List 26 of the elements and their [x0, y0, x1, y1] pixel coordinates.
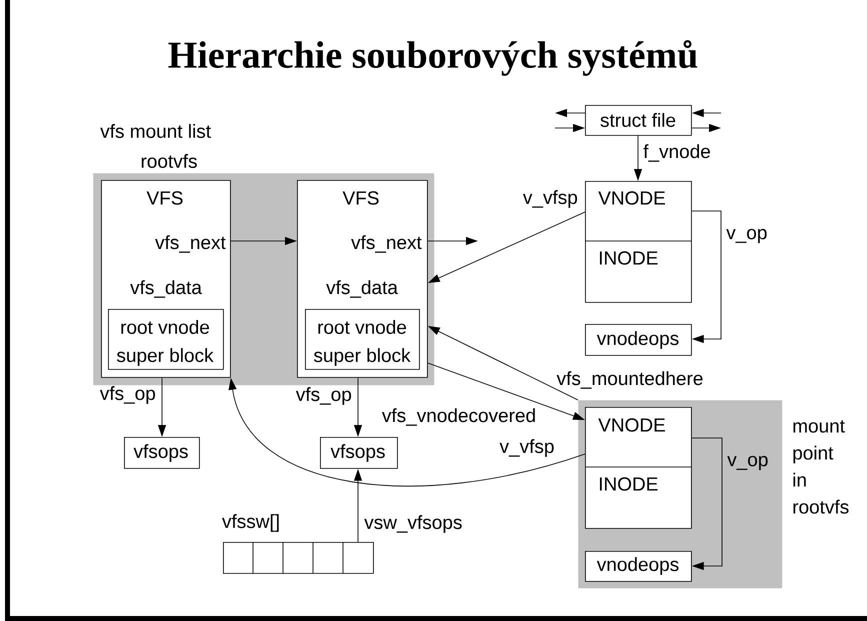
edge-label: v_op [727, 456, 768, 470]
field-box: root vnode super block [108, 309, 224, 370]
field-box: root vnode super block [305, 309, 420, 370]
node-label: vfssw[] [222, 514, 279, 532]
text-label: vfs mount list [100, 124, 211, 138]
arrow [691, 210, 722, 344]
edge-label: vfs_vnodecovered [382, 408, 535, 426]
arrow [691, 438, 722, 570]
label-box: vnodeops [585, 551, 692, 582]
edge-label: v_vfsp [500, 439, 554, 457]
record-box: VNODE INODE [584, 181, 692, 303]
title: Hierarchie souborových systémů [168, 40, 698, 76]
text-label: rootvfs [142, 154, 197, 168]
record-box: VNODE INODE [584, 407, 692, 529]
edge-label: vfs_op [100, 386, 155, 404]
label-box: struct file [585, 105, 692, 136]
edge-label: v_op [726, 228, 767, 244]
edge-label: f_vnode [643, 144, 710, 162]
label-box: vfsops [124, 437, 200, 469]
edge-label: vfs_op [296, 387, 351, 405]
label-box: vnodeops [585, 324, 692, 356]
edge-label: v_vfsp [522, 190, 577, 208]
edge-label: vfs_mountedhere [556, 371, 703, 389]
edge-label: vsw_vfsops [364, 515, 462, 533]
label-box: vfsops [320, 437, 398, 469]
side-note: mount point in rootvfs [793, 420, 849, 514]
